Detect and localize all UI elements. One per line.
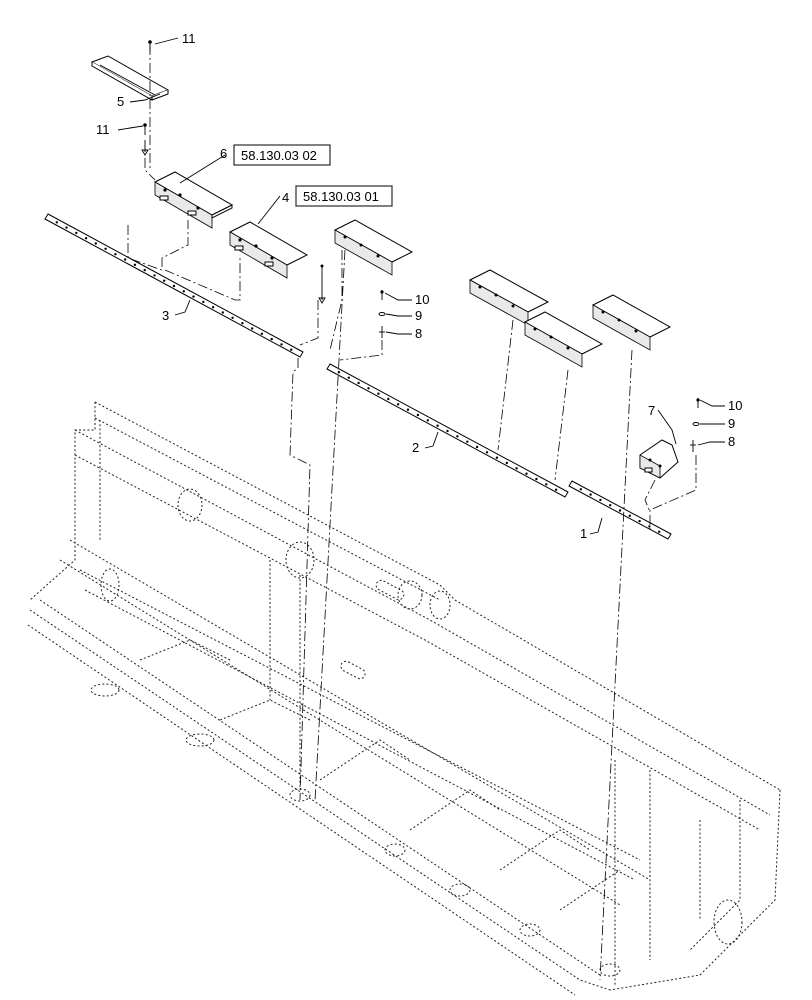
part-1-strip — [568, 480, 672, 540]
strip-hole — [525, 472, 528, 475]
strip-hole — [163, 279, 166, 282]
strip-hole — [260, 332, 264, 335]
strip-hole — [377, 392, 380, 395]
callout-8-right: 8 — [728, 434, 735, 449]
callout-3: 3 — [162, 308, 169, 323]
strip-hole — [367, 387, 370, 390]
callout-7: 7 — [648, 403, 655, 418]
callout-6: 6 — [220, 146, 227, 161]
strip-hole — [94, 242, 98, 245]
strip-hole — [426, 419, 429, 422]
header-frame — [27, 401, 781, 996]
strip-hole — [535, 477, 538, 481]
strip-hole — [456, 435, 459, 438]
strip-hole — [251, 327, 254, 330]
hardware-bolts — [141, 40, 700, 452]
reference-box-part6[interactable]: 58.130.03 02 — [233, 144, 331, 166]
strip-hole — [143, 268, 146, 272]
reference-code-part6[interactable]: 58.130.03 02 — [241, 148, 317, 163]
strip-hole — [545, 483, 548, 486]
part-3-strip — [44, 213, 304, 358]
strip-hole — [241, 322, 244, 325]
strip-hole — [211, 306, 215, 309]
strip-hole — [554, 488, 558, 491]
strip-hole — [104, 247, 107, 250]
strip-hole — [658, 530, 661, 533]
strip-hole — [515, 467, 518, 470]
part-6-cover — [153, 171, 234, 229]
strip-hole — [153, 274, 156, 277]
strip-hole — [65, 226, 68, 229]
part-4-cover — [228, 221, 309, 279]
callout-11-top: 11 — [182, 31, 196, 46]
strip-hole — [124, 258, 127, 261]
strip-hole — [84, 237, 88, 240]
strip-hole — [221, 311, 224, 314]
strip-hole — [628, 514, 631, 517]
strip-hole — [114, 253, 117, 256]
callout-11: 11 — [96, 122, 110, 137]
reference-code-part4[interactable]: 58.130.03 01 — [303, 189, 379, 204]
strip-hole — [648, 525, 651, 528]
strip-hole — [231, 316, 234, 319]
strip-hole — [505, 461, 508, 465]
strip-hole — [599, 498, 602, 502]
callout-9-right: 9 — [728, 416, 735, 431]
strip-hole — [202, 300, 205, 304]
callout-labels: 11 5 11 6 4 3 10 9 8 2 1 7 10 9 8 — [96, 31, 742, 541]
strip-hole — [387, 397, 390, 401]
strip-hole — [495, 456, 499, 459]
assembly-lines — [127, 45, 697, 981]
strip-hole — [396, 403, 400, 406]
callout-8-left: 8 — [415, 326, 422, 341]
cover-middle-c — [523, 311, 604, 368]
callout-1: 1 — [580, 526, 587, 541]
reference-box-part4[interactable]: 58.130.03 01 — [295, 185, 393, 207]
strip-hole — [589, 493, 592, 496]
callout-2: 2 — [412, 440, 419, 455]
strip-hole — [172, 284, 176, 288]
strip-hole — [75, 231, 78, 235]
part-2-strip — [326, 363, 569, 498]
strip-hole — [416, 413, 420, 417]
strip-hole — [192, 295, 195, 298]
part-5-plate — [90, 55, 170, 101]
strip-hole — [290, 348, 293, 351]
strip-hole — [280, 343, 283, 346]
strip-hole — [609, 504, 612, 507]
strip-hole — [406, 408, 410, 411]
callout-9-left: 9 — [415, 308, 422, 323]
callout-5: 5 — [117, 94, 124, 109]
strip-hole — [446, 429, 449, 433]
callout-10-left: 10 — [415, 292, 429, 307]
strip-hole — [55, 221, 58, 224]
strip-hole — [357, 381, 360, 385]
callout-4: 4 — [282, 190, 289, 205]
part-7-end-cover — [639, 439, 679, 479]
strip-hole — [618, 509, 622, 512]
strip-hole — [133, 263, 137, 266]
strip-hole — [475, 445, 479, 449]
cover-right — [591, 294, 672, 351]
leader-lines — [117, 37, 725, 535]
strip-hole — [638, 519, 641, 523]
strip-hole — [347, 376, 350, 379]
cover-middle-a — [333, 219, 414, 276]
strip-hole — [270, 337, 273, 341]
callout-10-right: 10 — [728, 398, 742, 413]
strip-hole — [436, 424, 439, 427]
strip-hole — [579, 488, 582, 491]
strip-hole — [182, 290, 185, 293]
strip-hole — [485, 451, 489, 454]
strip-hole — [466, 440, 469, 443]
